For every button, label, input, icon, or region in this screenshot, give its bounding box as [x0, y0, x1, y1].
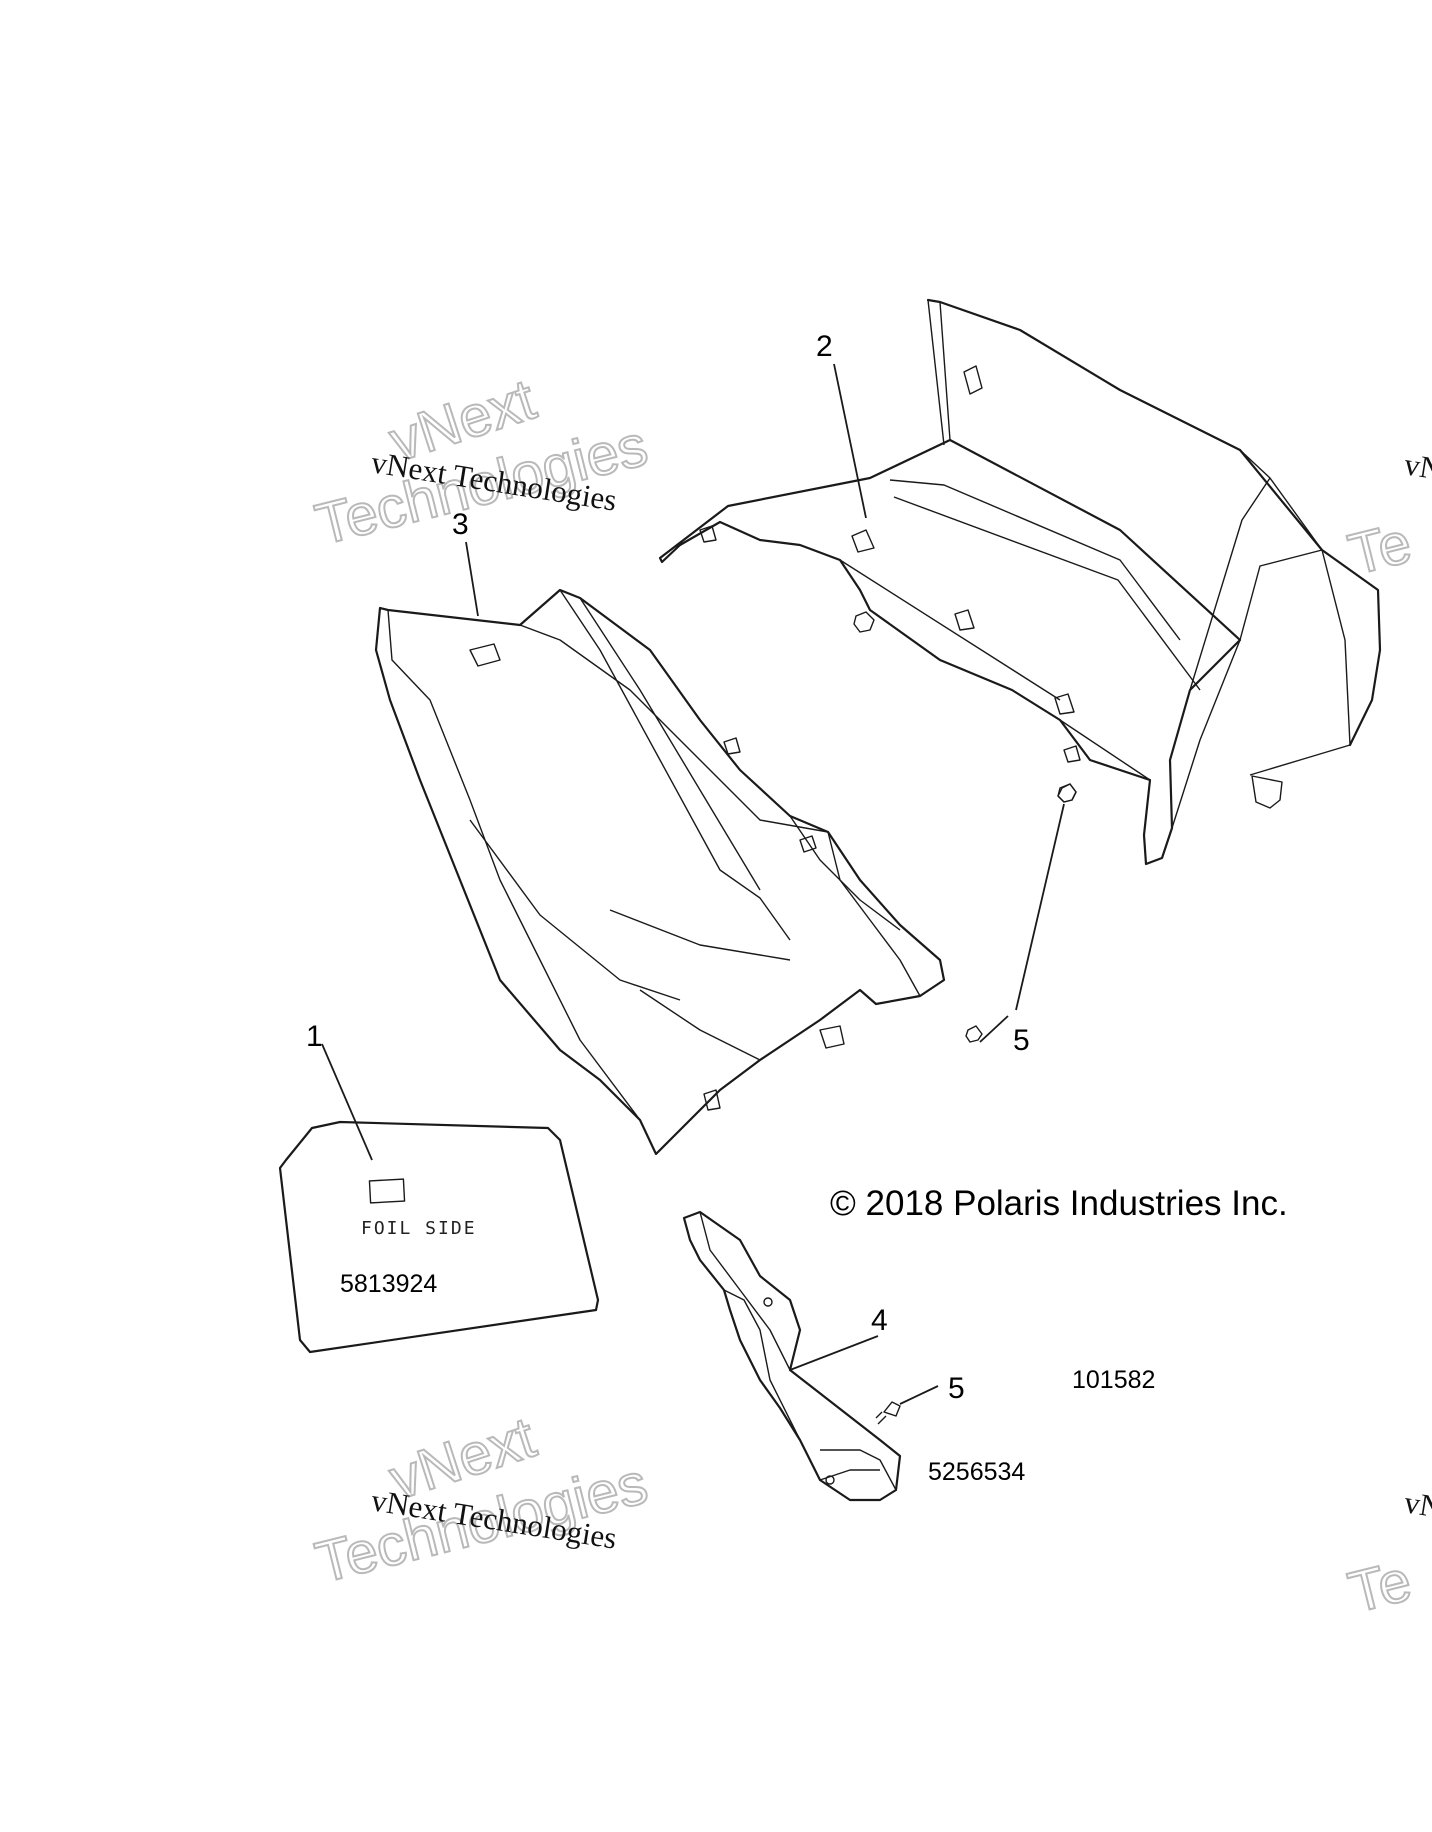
part-number-bracket: 5256534: [928, 1458, 1025, 1486]
callout-5-upper: 5: [1013, 1024, 1030, 1057]
part-4-bracket: [682, 1210, 902, 1502]
leader-1: [321, 1043, 373, 1161]
part-5-fastener-upper: [965, 783, 1077, 1043]
part-1-foil-label: FOIL SIDE 5813924: [278, 1120, 600, 1354]
callouts: 1 2 3 4 5 5: [306, 330, 1030, 1405]
part-2-rear-panel: [658, 298, 1382, 866]
part-3-side-panel: [374, 588, 946, 1156]
watermark-serif-edge: vN: [1402, 446, 1432, 486]
leader-4: [789, 1335, 879, 1371]
copyright-text: © 2018 Polaris Industries Inc.: [830, 1184, 1288, 1223]
leader-2: [833, 363, 867, 519]
part-number-label: 5813924: [340, 1270, 437, 1298]
part-5-fastener-lower: [875, 1401, 901, 1425]
callout-3: 3: [452, 508, 469, 541]
leader-5b: [899, 1385, 939, 1405]
label-window: [368, 1178, 406, 1204]
watermark-lower: vNext Technologies vNext Technologies vN…: [308, 1404, 1432, 1627]
diagram-id: 101582: [1072, 1366, 1155, 1394]
foil-side-text: FOIL SIDE: [361, 1218, 477, 1239]
watermark-serif-edge: vN: [1402, 1484, 1432, 1524]
watermark-outline-edge: Te: [1342, 510, 1417, 588]
leader-5a-to-nut: [1015, 803, 1065, 1011]
callout-1: 1: [306, 1020, 323, 1053]
leader-3: [465, 541, 479, 617]
leader-lines: [321, 363, 1065, 1405]
watermark-outline-edge: Te: [1342, 1548, 1417, 1626]
leader-5a-to-screw: [979, 1015, 1009, 1043]
callout-2: 2: [816, 330, 833, 363]
callout-5-lower: 5: [948, 1372, 965, 1405]
callout-4: 4: [871, 1304, 888, 1337]
